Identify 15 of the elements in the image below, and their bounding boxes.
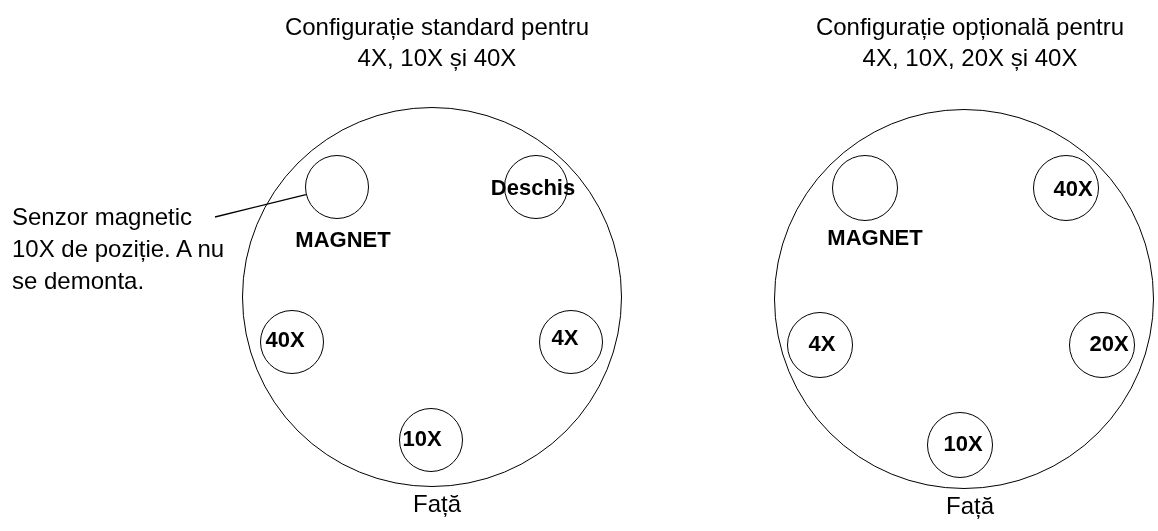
magnet-label: MAGNET	[295, 229, 391, 251]
objective-label: 10X	[402, 428, 442, 450]
side-caption: Față	[413, 492, 461, 516]
objective-label: 40X	[1053, 178, 1093, 200]
objective-label: 4X	[551, 327, 579, 349]
objective-label: 4X	[808, 333, 836, 355]
objective-label: 20X	[1089, 333, 1129, 355]
magnet-label: MAGNET	[827, 227, 923, 249]
diagram-heading: Configurație standard pentru 4X, 10X și 40X	[283, 12, 591, 73]
leader-line	[214, 194, 307, 218]
callout-text: Senzor magnetic 10X de poziție. A nu se demonta.	[12, 201, 227, 297]
diagram-heading: Configurație opțională pentru 4X, 10X, 20X și 40X	[814, 12, 1126, 73]
side-caption: Față	[946, 494, 994, 518]
objective-label: 40X	[265, 329, 305, 351]
objective-label: 10X	[943, 433, 983, 455]
